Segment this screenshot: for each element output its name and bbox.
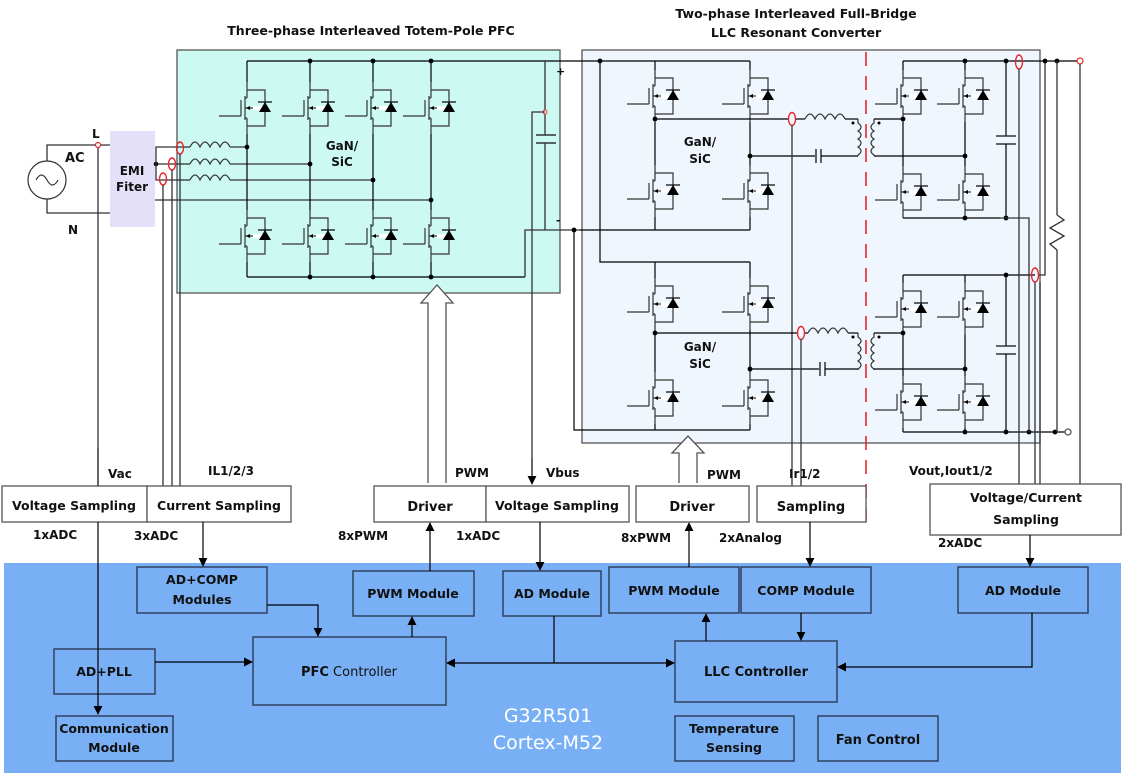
current-sampling-box — [146, 485, 292, 523]
signal-arrows — [93, 448, 1035, 715]
voltage-sampling-label: Voltage Sampling — [12, 498, 136, 513]
adc2-label: 2xADC — [938, 536, 982, 550]
vc-sampling-label-line2: Sampling — [993, 512, 1059, 527]
ad-comp-label-line1: AD+COMP — [166, 572, 238, 587]
capacitor-icon — [996, 61, 1016, 432]
llc-controller — [674, 640, 838, 703]
svg-text:+: + — [556, 65, 565, 78]
analog2-label: 2xAnalog — [719, 531, 782, 545]
llc2-gan-label-line2: SiC — [689, 357, 711, 371]
bus-adc1-label: 1xADC — [456, 529, 500, 543]
core-name: Cortex-M52 — [493, 732, 603, 754]
pfc-gan-label-line1: GaN/ — [326, 139, 359, 153]
llc-comp-module-label: COMP Module — [757, 583, 854, 598]
output-ad-module-label: AD Module — [985, 583, 1061, 598]
transformer-icon — [851, 333, 881, 370]
llc-primary-bridge-1 — [626, 60, 815, 231]
pfc-driver-label: Driver — [407, 500, 453, 515]
resonant-sampling-label: Sampling — [777, 500, 845, 515]
resonant-current-sampling-box — [756, 485, 867, 523]
svg-text:-: - — [556, 214, 561, 227]
llc-primary-bridge-2 — [626, 261, 819, 431]
communication-module — [55, 715, 174, 762]
llc-pwm-module-label: PWM Module — [628, 583, 719, 598]
transformer-icon — [851, 119, 881, 156]
ad-pll-label: AD+PLL — [76, 664, 132, 679]
output-ad-module — [957, 566, 1089, 614]
temperature-sensing-module — [674, 715, 795, 762]
pfc-8xpwm-label: 8xPWM — [338, 529, 388, 543]
vc-sampling-label-line1: Voltage/Current — [970, 490, 1082, 505]
line-terminal — [94, 141, 102, 149]
neutral-label: N — [68, 223, 78, 237]
bus-ad-module — [502, 570, 602, 617]
llc-comp-module — [740, 566, 872, 614]
llc-pwm-module — [608, 566, 740, 614]
bus-ad-module-label: AD Module — [514, 586, 590, 601]
ad-comp-label-line2: Modules — [172, 592, 231, 607]
communication-label-line1: Communication — [59, 721, 169, 736]
pfc-gan-label-line2: SiC — [331, 155, 353, 169]
pfc-pwm-drive-arrow — [419, 284, 455, 483]
bus-voltage-sampling-label: Voltage Sampling — [495, 498, 619, 513]
llc-controller-label: LLC Controller — [704, 665, 809, 680]
bus-voltage-sampling-box — [485, 485, 630, 523]
resistor-icon — [1048, 61, 1066, 432]
ac-label: AC — [65, 151, 85, 166]
current-sampling-label: Current Sampling — [157, 498, 281, 513]
llc-title-line2: LLC Resonant Converter — [711, 25, 882, 40]
voltage-sampling-box — [1, 485, 148, 523]
fan-control-module — [817, 715, 939, 762]
line-label: L — [92, 127, 100, 141]
output-terminal-positive — [1076, 57, 1084, 65]
llc1-gan-label-line2: SiC — [689, 152, 711, 166]
temperature-label-line1: Temperature — [689, 721, 779, 736]
pfc-switch-legs — [218, 58, 580, 280]
pfc-pwm-module — [352, 570, 475, 617]
emi-label-line1: EMI — [120, 164, 145, 178]
llc-pwm-drive-arrow — [670, 435, 706, 483]
adc3-label: 3xADC — [134, 529, 178, 543]
pfc-driver-box — [373, 485, 487, 523]
pfc-stage-panel — [176, 49, 561, 294]
llc-title-line1: Two-phase Interleaved Full-Bridge — [675, 6, 916, 21]
temperature-label-line2: Sensing — [706, 740, 762, 755]
il-signal-label: IL1/2/3 — [208, 464, 254, 478]
capacitor-icon — [536, 61, 556, 230]
output-vc-sampling-box — [929, 483, 1122, 536]
vout-signal-label: Vout,Iout1/2 — [909, 464, 993, 478]
vbus-signal-label: Vbus — [546, 466, 580, 480]
emi-filter — [110, 131, 155, 227]
output-terminal-negative — [1064, 428, 1072, 436]
llc1-gan-label-line1: GaN/ — [684, 135, 717, 149]
communication-label-line2: Module — [88, 740, 140, 755]
llc2-gan-label-line1: GaN/ — [684, 340, 717, 354]
ir-signal-label: Ir1/2 — [789, 467, 820, 481]
pfc-pwm-module-label: PWM Module — [367, 586, 458, 601]
fan-control-label: Fan Control — [836, 733, 920, 748]
pfc-pwm-signal-label: PWM — [455, 466, 489, 480]
ad-pll-module — [53, 648, 156, 695]
pfc-controller-label: PFC Controller — [301, 665, 398, 680]
llc-driver-box — [635, 485, 750, 523]
llc-driver-label: Driver — [669, 500, 715, 515]
chip-name: G32R501 — [504, 705, 592, 727]
llc-8xpwm-label: 8xPWM — [621, 531, 671, 545]
pfc-title: Three-phase Interleaved Totem-Pole PFC — [227, 23, 514, 38]
vac-signal-label: Vac — [108, 467, 132, 481]
ac-source-icon — [27, 160, 67, 200]
emi-label-line2: Fiter — [116, 180, 148, 194]
pfc-controller — [252, 636, 447, 706]
ad-comp-modules — [136, 566, 268, 614]
llc-pwm-signal-label: PWM — [707, 468, 741, 482]
llc-secondary-rectifiers — [874, 58, 1080, 435]
llc-stage-panel — [581, 49, 1041, 444]
adc1-label: 1xADC — [33, 528, 77, 542]
